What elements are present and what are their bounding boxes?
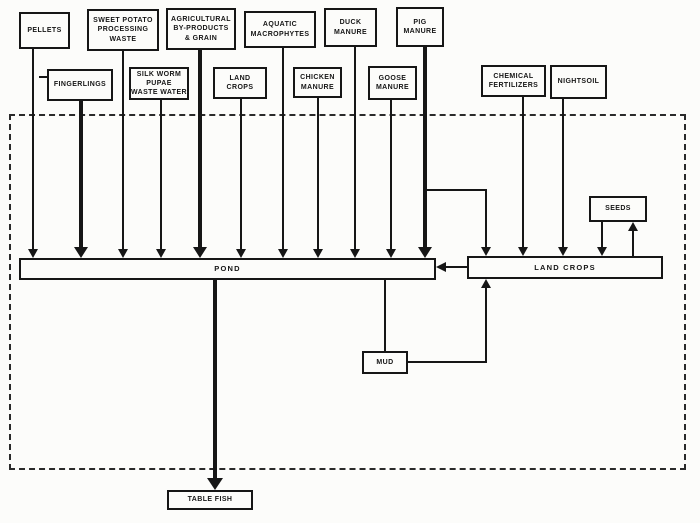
- flow-line-pellets-pond: [32, 49, 34, 250]
- flow-line-seeds-to-landcrops: [601, 222, 603, 248]
- flow-line-agricultural-pond: [198, 50, 202, 248]
- flow-line-chicken-pond: [317, 98, 319, 250]
- arrowhead-pigbranch-landcrops-icon: [481, 247, 491, 256]
- arrowhead-fingerlings-icon: [74, 247, 88, 258]
- arrowhead-agricultural-icon: [193, 247, 207, 258]
- node-silk-worm-pupae-waste-water: SILK WORM PUPAE WASTE WATER: [129, 67, 189, 100]
- flow-line-pig-branch-horizontal: [423, 189, 487, 191]
- node-duck-manure: DUCK MANURE: [324, 8, 377, 47]
- arrowhead-chemical-landcrops-icon: [518, 247, 528, 256]
- flow-line-mud-landcrops-vertical: [485, 287, 487, 362]
- node-seeds: SEEDS: [589, 196, 647, 222]
- node-nightsoil: NIGHTSOIL: [550, 65, 607, 99]
- node-table-fish: TABLE FISH: [167, 490, 253, 510]
- flow-line-pig-branch-vertical: [485, 189, 487, 248]
- flow-line-sweetpotato-pond: [122, 51, 124, 250]
- flow-line-nightsoil-landcrops: [562, 99, 564, 248]
- flow-line-pond-tablefish: [213, 280, 217, 479]
- arrowhead-mud-landcrops-icon: [481, 279, 491, 288]
- arrowhead-landcropsinput-icon: [236, 249, 246, 258]
- arrowhead-sweetpotato-icon: [118, 249, 128, 258]
- flow-line-landcrops-to-seeds: [632, 230, 634, 256]
- arrowhead-pigmanure-icon: [418, 247, 432, 258]
- arrowhead-goose-icon: [386, 249, 396, 258]
- flow-line-fingerlings-pond: [79, 101, 83, 248]
- flow-line-chemical-landcrops: [522, 97, 524, 248]
- arrowhead-silkworm-icon: [156, 249, 166, 258]
- flow-line-silkworm-pond: [160, 100, 162, 250]
- tick-mark: [39, 76, 47, 78]
- system-boundary-dashed-border: [9, 114, 686, 470]
- node-chemical-fertilizers: CHEMICAL FERTILIZERS: [481, 65, 546, 97]
- node-sweet-potato-processing-waste: SWEET POTATO PROCESSING WASTE: [87, 9, 159, 51]
- node-pond: POND: [19, 258, 436, 280]
- node-mud: MUD: [362, 351, 408, 374]
- arrowhead-seeds-landcrops-icon: [597, 247, 607, 256]
- flow-line-landcropsinput-pond: [240, 99, 242, 250]
- arrowhead-nightsoil-landcrops-icon: [558, 247, 568, 256]
- node-pig-manure: PIG MANURE: [396, 7, 444, 47]
- arrowhead-aquatic-icon: [278, 249, 288, 258]
- arrowhead-landcrops-seeds-icon: [628, 222, 638, 231]
- arrowhead-pellets-icon: [28, 249, 38, 258]
- node-land-crops: LAND CROPS: [467, 256, 663, 279]
- node-pellets: PELLETS: [19, 12, 70, 49]
- node-agricultural-by-products-grain: AGRICULTURAL BY-PRODUCTS & GRAIN: [166, 8, 236, 50]
- flow-line-aquatic-pond: [282, 48, 284, 250]
- flow-line-pigmanure-pond: [423, 47, 427, 248]
- flow-line-duck-pond: [354, 47, 356, 250]
- arrowhead-chicken-icon: [313, 249, 323, 258]
- arrowhead-landcrops-pond-icon: [436, 262, 446, 272]
- arrowhead-duck-icon: [350, 249, 360, 258]
- flow-line-landcrops-pond: [445, 266, 467, 268]
- node-land-crops-input: LAND CROPS: [213, 67, 267, 99]
- flow-line-goose-pond: [390, 100, 392, 250]
- node-fingerlings: FINGERLINGS: [47, 69, 113, 101]
- flow-line-mud-horizontal: [408, 361, 487, 363]
- arrowhead-pond-tablefish-icon: [207, 478, 223, 490]
- node-aquatic-macrophytes: AQUATIC MACROPHYTES: [244, 11, 316, 48]
- node-goose-manure: GOOSE MANURE: [368, 66, 417, 100]
- node-chicken-manure: CHICKEN MANURE: [293, 67, 342, 98]
- flow-line-pond-mud: [384, 280, 386, 351]
